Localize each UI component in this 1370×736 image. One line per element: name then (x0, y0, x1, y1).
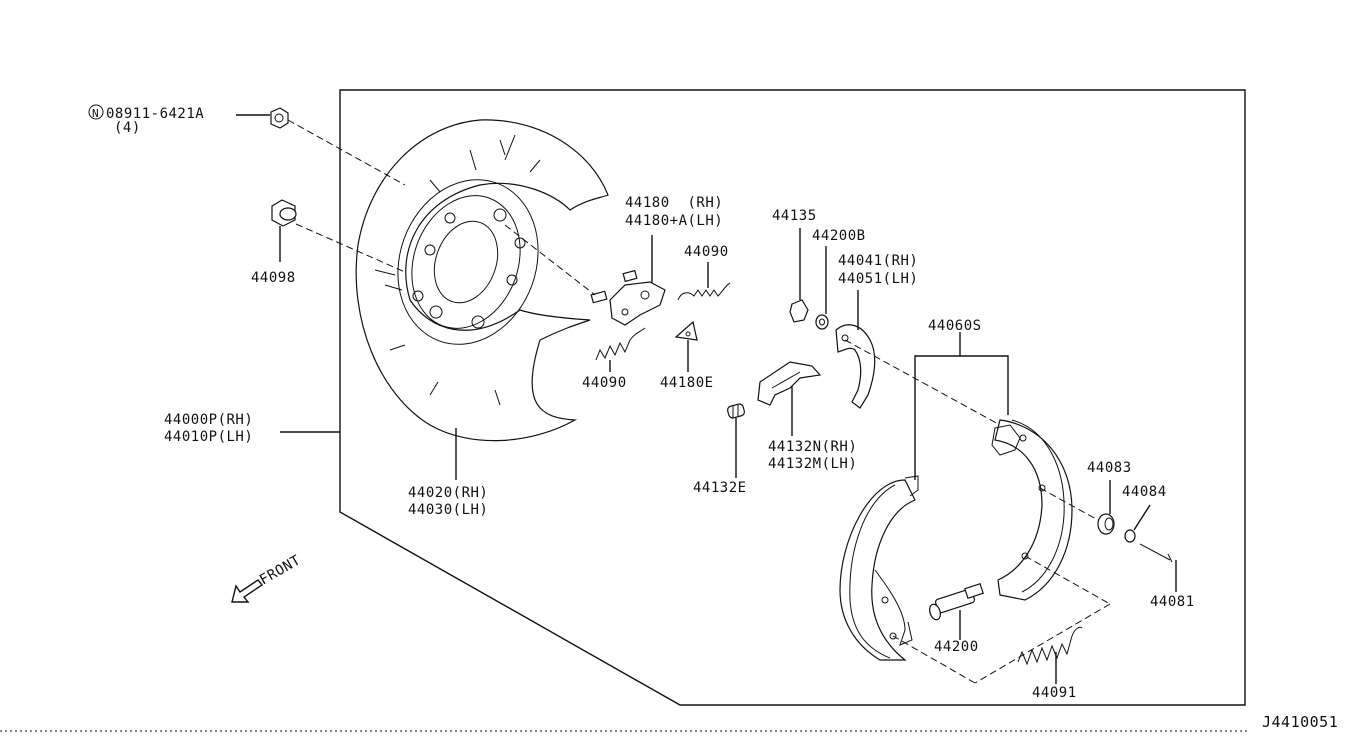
dash-lower-2 (974, 603, 1111, 684)
part-44091 (1017, 626, 1083, 666)
n-marker: N (92, 107, 99, 120)
dash-shoe-pin (1039, 487, 1099, 521)
bolt-44098-part (271, 199, 297, 227)
label-44098: 44098 (251, 270, 296, 286)
leader-44084 (1133, 504, 1151, 531)
backing-plate (355, 119, 609, 442)
label-44051-lh: 44051(LH) (838, 271, 918, 287)
label-44135: 44135 (772, 208, 817, 224)
part-44132e (727, 403, 745, 419)
label-44180-rh: 44180 (RH) (625, 195, 723, 211)
part-44200 (929, 583, 984, 621)
label-44000-rh: 44000P(RH) (164, 412, 253, 428)
dash-lever (504, 224, 596, 296)
label-44132e: 44132E (693, 480, 747, 496)
front-label: FRONT (257, 552, 304, 588)
label-44132n-rh: 44132N(RH) (768, 439, 857, 455)
part-44132n (757, 361, 822, 406)
part-44084 (1124, 529, 1136, 543)
brake-shoe-right (991, 419, 1073, 601)
label-44000-lh: 44010P(LH) (164, 429, 253, 445)
label-44081: 44081 (1150, 594, 1195, 610)
label-44200: 44200 (934, 639, 979, 655)
label-nut-part: 08911-6421A (106, 106, 204, 122)
label-nut-qty: (4) (114, 120, 141, 136)
lever-44180-part (590, 269, 666, 326)
part-44081 (1139, 543, 1173, 563)
dash-lever-shoe (844, 339, 1001, 426)
label-44200b: 44200B (812, 228, 866, 244)
dash-44098 (295, 223, 406, 273)
dash-lower-3 (892, 635, 976, 684)
part-44135 (789, 299, 809, 323)
label-44084: 44084 (1122, 484, 1167, 500)
label-44180e: 44180E (660, 375, 714, 391)
label-44132m-lh: 44132M(LH) (768, 456, 857, 472)
spring-44090-top-part (677, 282, 731, 301)
label-44180-lh: 44180+A(LH) (625, 213, 723, 229)
nut-part (270, 107, 289, 129)
dash-lower-1 (1024, 555, 1111, 605)
dash-nut (287, 119, 406, 186)
n-marker-icon (88, 104, 104, 120)
brake-shoe-left (839, 475, 919, 661)
assembly-frame (339, 89, 1246, 706)
label-44090-bot: 44090 (582, 375, 627, 391)
spring-44090-bot-part (595, 327, 646, 361)
part-44200b (815, 314, 829, 330)
label-44091: 44091 (1032, 685, 1077, 701)
label-44090-top: 44090 (684, 244, 729, 260)
part-44180e (674, 320, 698, 341)
label-44041-rh: 44041(RH) (838, 253, 918, 269)
front-arrow-icon (231, 579, 264, 603)
part-44041 (835, 324, 876, 409)
label-44083: 44083 (1087, 460, 1132, 476)
label-44020-rh: 44020(RH) (408, 485, 488, 501)
label-44030-lh: 44030(LH) (408, 502, 488, 518)
part-44083 (1097, 513, 1115, 535)
bracket-44060s (914, 355, 1009, 480)
diagram-id: J4410051 (1262, 713, 1338, 731)
label-44060s: 44060S (928, 318, 982, 334)
